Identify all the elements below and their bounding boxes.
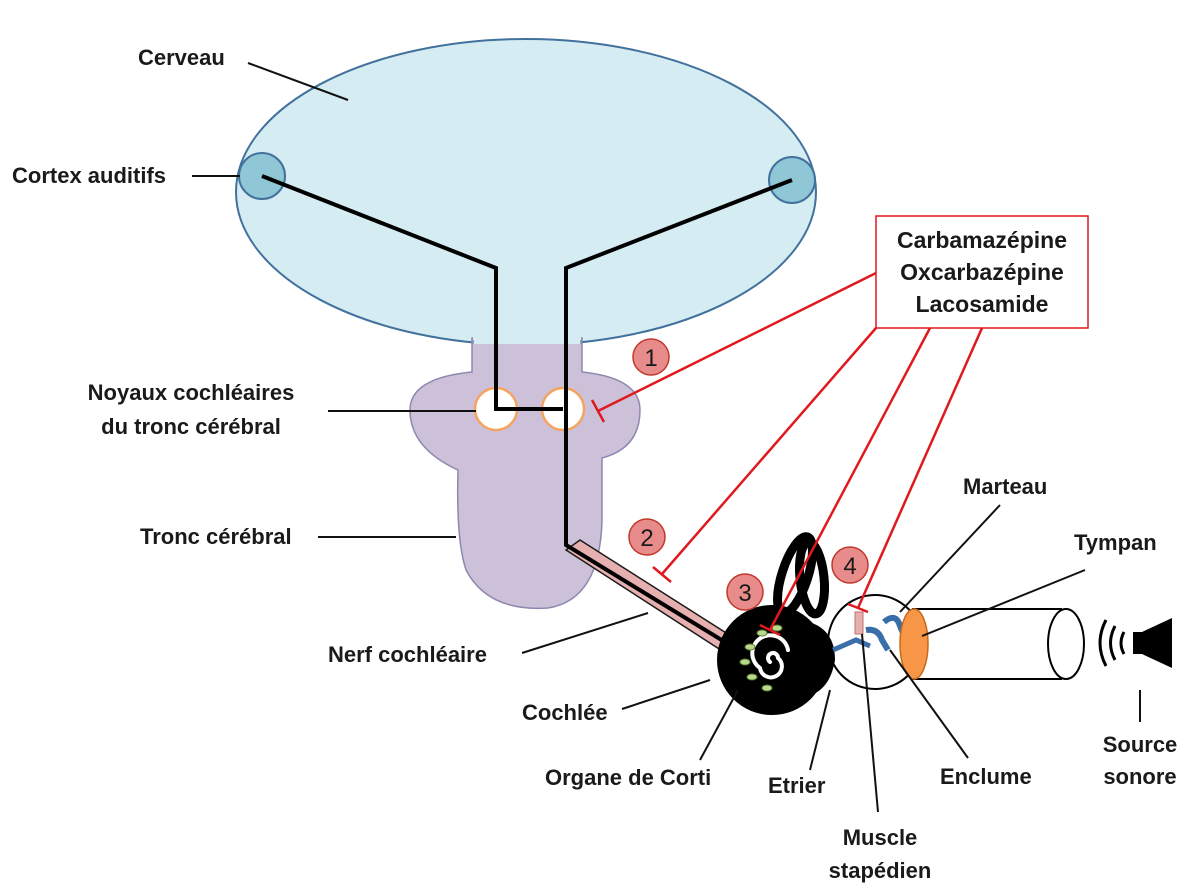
svg-text:2: 2 <box>640 525 653 552</box>
drug-carbamazepine: Carbamazépine <box>897 227 1067 253</box>
label-cochlee: Cochlée <box>522 700 608 725</box>
label-source-line1: Source <box>1103 732 1178 757</box>
site-badge-1: 1 <box>633 339 669 375</box>
svg-text:1: 1 <box>644 345 657 372</box>
label-marteau: Marteau <box>963 474 1047 499</box>
inhibition-line-3 <box>770 328 930 630</box>
label-enclume: Enclume <box>940 764 1032 789</box>
label-noyaux-line2: du tronc cérébral <box>101 414 281 439</box>
label-source-line2: sonore <box>1103 764 1176 789</box>
brain-shape <box>236 39 816 345</box>
svg-text:3: 3 <box>738 580 751 607</box>
inhibition-line-2 <box>662 328 876 574</box>
label-cortex-auditifs: Cortex auditifs <box>12 163 166 188</box>
label-cerveau: Cerveau <box>138 45 225 70</box>
sound-waves-icon <box>1100 620 1124 666</box>
inhibition-line-4 <box>858 328 982 608</box>
speaker-icon <box>1133 618 1172 668</box>
label-tronc-cerebral: Tronc cérébral <box>140 524 292 549</box>
site-badge-4: 4 <box>832 547 868 583</box>
stapedius-muscle <box>855 612 863 634</box>
ear-canal <box>912 609 1062 679</box>
svg-text:4: 4 <box>843 553 856 580</box>
site-badge-3: 3 <box>727 574 763 610</box>
drug-oxcarbazepine: Oxcarbazépine <box>900 259 1064 285</box>
label-noyaux-line1: Noyaux cochléaires <box>88 380 295 405</box>
label-tympan: Tympan <box>1074 530 1157 555</box>
drug-lacosamide: Lacosamide <box>916 291 1049 317</box>
label-nerf-cochleaire: Nerf cochléaire <box>328 642 487 667</box>
label-organe-de-corti: Organe de Corti <box>545 765 711 790</box>
label-etrier: Etrier <box>768 773 826 798</box>
ear-canal-opening <box>1048 609 1084 679</box>
site-badge-2: 2 <box>629 519 665 555</box>
label-muscle-line2: stapédien <box>829 858 932 883</box>
label-muscle-line1: Muscle <box>843 825 918 850</box>
